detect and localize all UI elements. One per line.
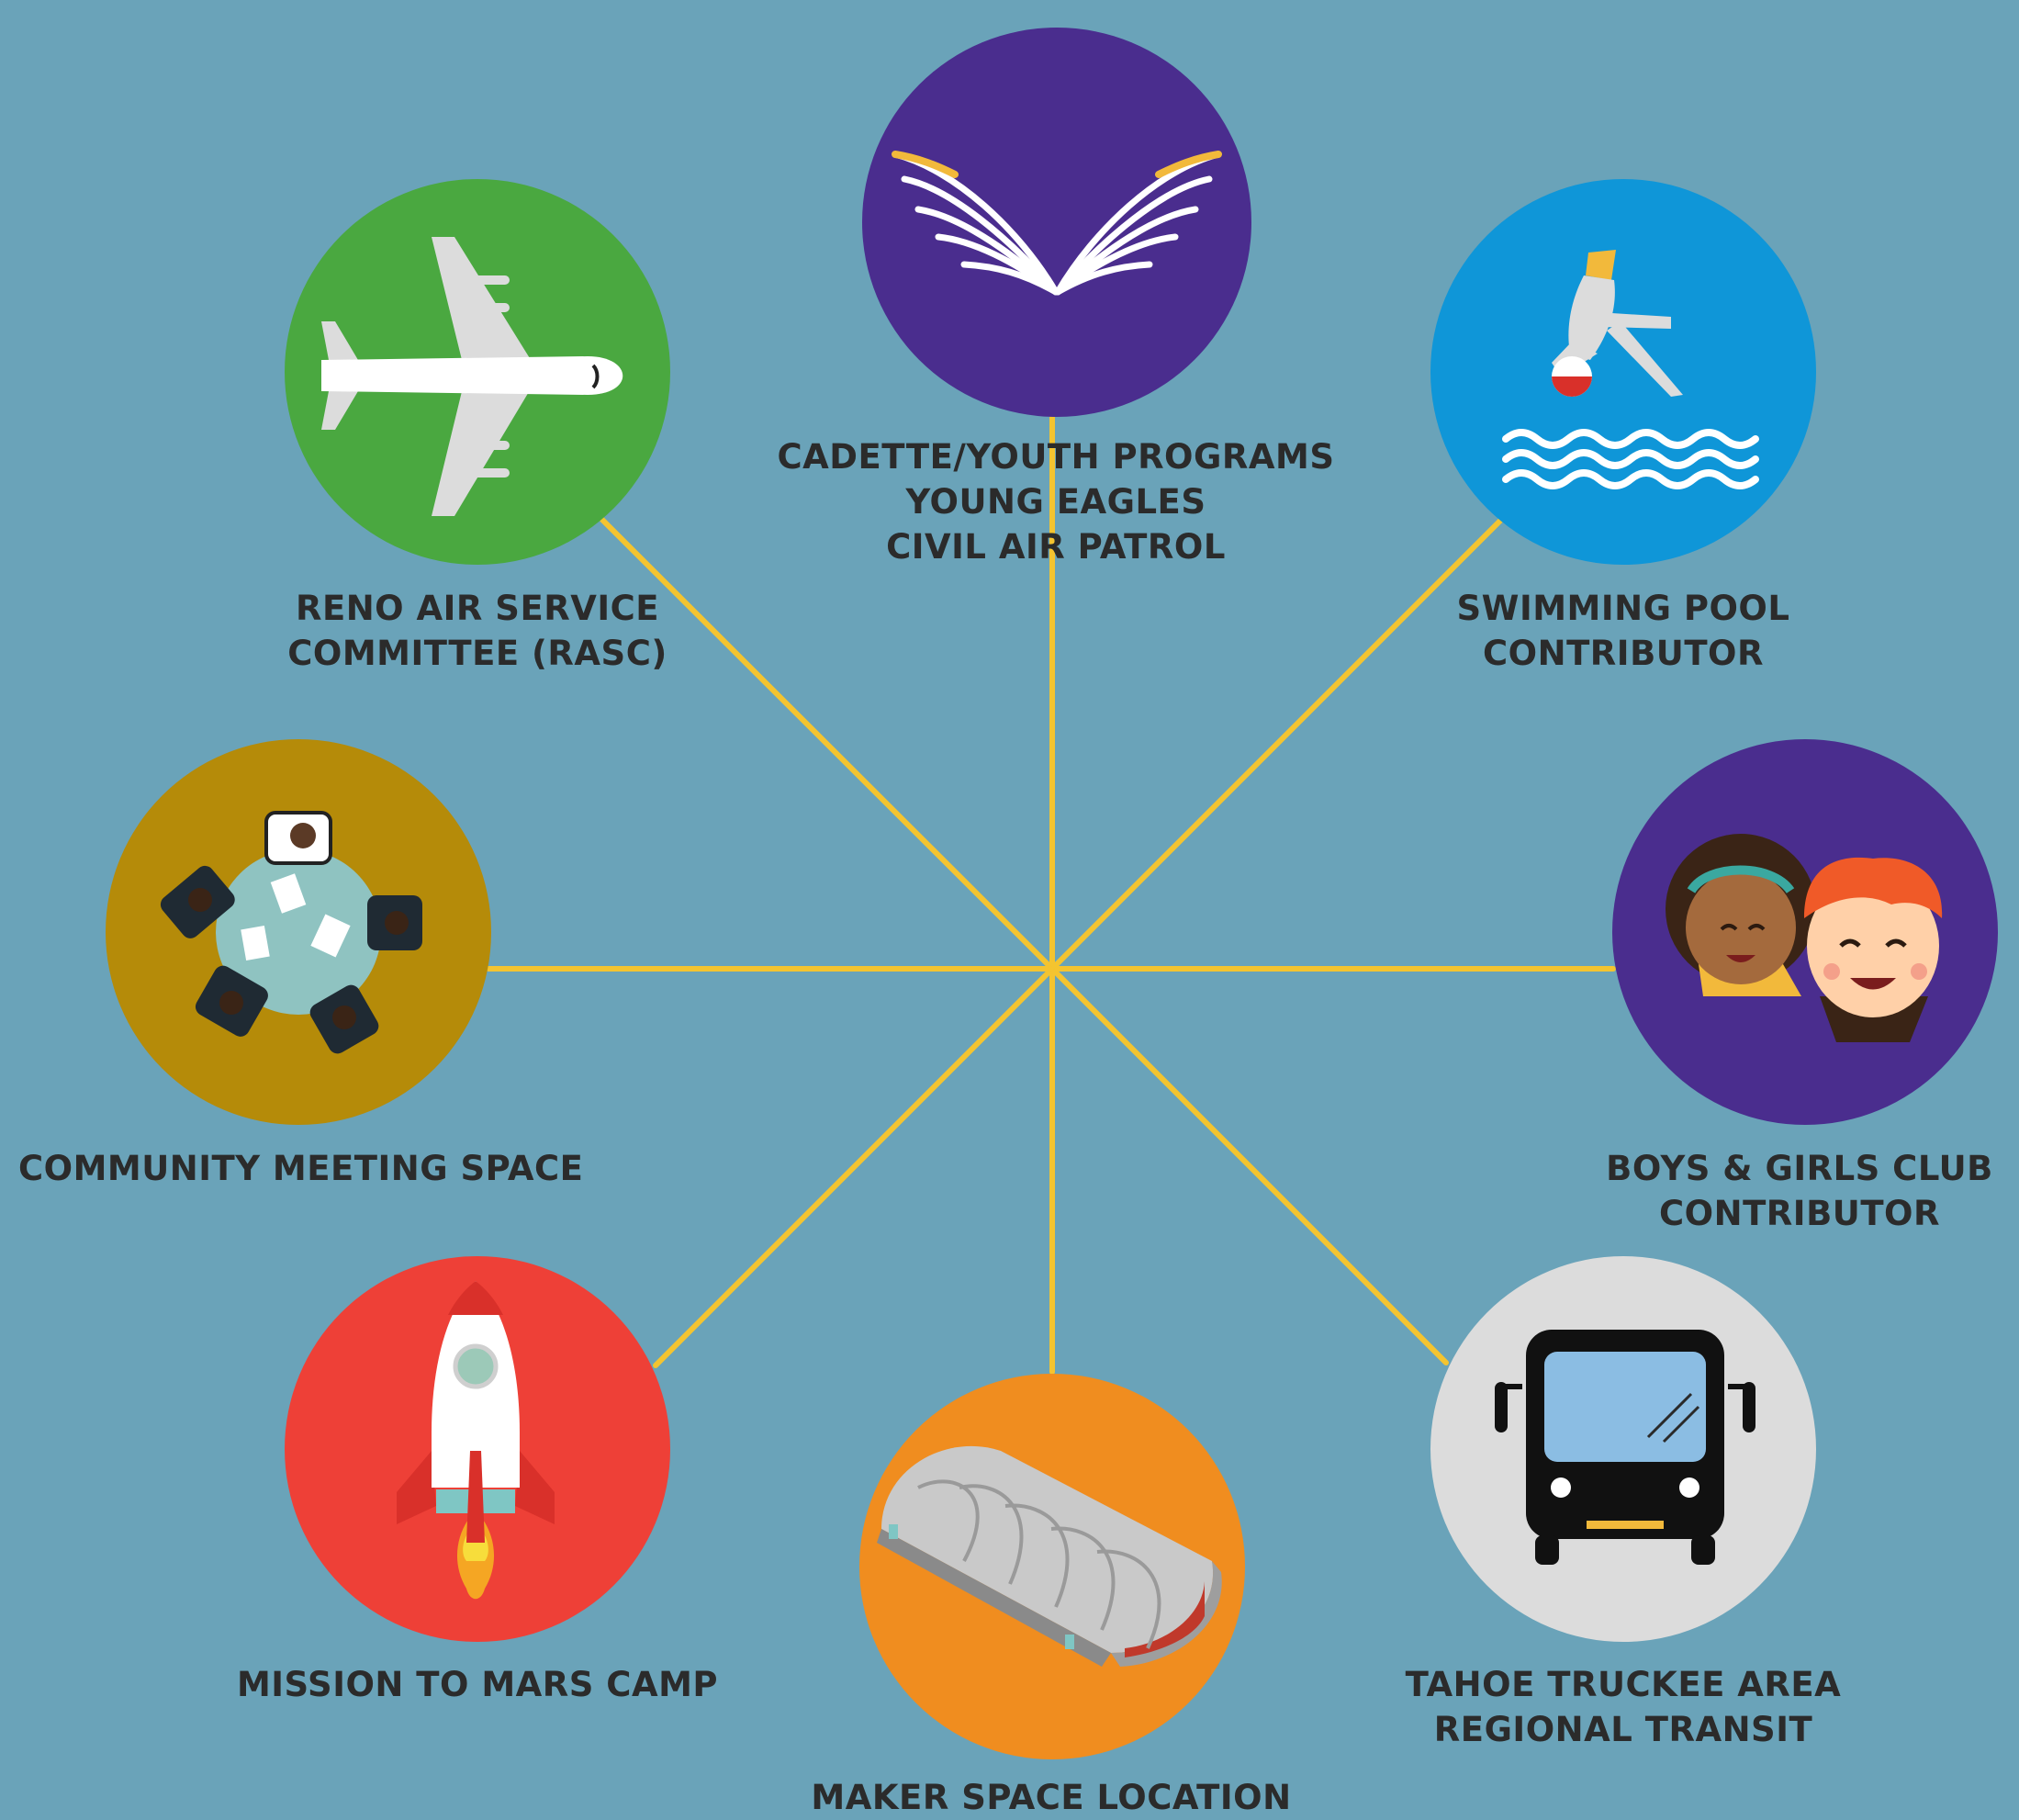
node-cadette [862, 28, 1251, 417]
hub-burst [1018, 935, 1086, 1003]
label-line: TAHOE TRUCKEE AREA [1405, 1665, 1842, 1704]
label-maker: MAKER SPACE LOCATION [753, 1775, 1350, 1820]
airplane-icon [321, 237, 623, 516]
label-cadette: CADETTE/YOUTH PROGRAMS YOUNG EAGLES CIVI… [739, 434, 1373, 569]
node-mars [285, 1256, 670, 1642]
label-line: CONTRIBUTOR [1659, 1194, 1940, 1233]
label-transit: TAHOE TRUCKEE AREA REGIONAL TRANSIT [1357, 1662, 1890, 1752]
rocket-icon [397, 1281, 555, 1600]
circle-pool [1430, 179, 1816, 565]
label-line: YOUNG EAGLES [905, 482, 1206, 522]
label-line: CONTRIBUTOR [1483, 634, 1764, 673]
circle-cadette [862, 28, 1251, 417]
label-club: BOYS & GIRLS CLUB CONTRIBUTOR [1588, 1146, 2011, 1236]
label-rasc: RENO AIR SERVICE COMMITTEE (RASC) [230, 586, 725, 676]
wings-highlight [892, 151, 1222, 178]
spoke-mars [653, 966, 1055, 1368]
label-line: BOYS & GIRLS CLUB [1606, 1149, 1993, 1188]
spoke-rasc [599, 516, 1055, 972]
node-transit [1430, 1256, 1816, 1642]
meeting-table-icon [160, 811, 422, 1054]
node-pool [1430, 179, 1816, 565]
hangar-icon [877, 1445, 1222, 1667]
kids-icon [1666, 834, 1943, 1042]
label-line: RENO AIR SERVICE [295, 589, 660, 628]
label-line: MAKER SPACE LOCATION [811, 1778, 1292, 1817]
bus-icon [1495, 1330, 1755, 1565]
label-meeting: COMMUNITY MEETING SPACE [18, 1146, 588, 1191]
node-meeting [106, 739, 491, 1125]
label-line: COMMUNITY MEETING SPACE [18, 1149, 584, 1188]
label-line: CIVIL AIR PATROL [886, 527, 1226, 567]
diver-icon [1502, 250, 1759, 489]
label-line: SWIMMING POOL [1456, 589, 1790, 628]
node-rasc [285, 179, 670, 565]
spokes [486, 415, 1616, 1375]
node-club [1612, 739, 1998, 1125]
label-line: COMMITTEE (RASC) [287, 634, 667, 673]
label-mars: MISSION TO MARS CAMP [230, 1662, 725, 1707]
label-line: CADETTE/YOUTH PROGRAMS [777, 437, 1335, 477]
label-line: MISSION TO MARS CAMP [236, 1665, 719, 1704]
spoke-pool [1049, 517, 1504, 972]
node-maker [859, 1374, 1245, 1759]
label-line: REGIONAL TRANSIT [1433, 1710, 1813, 1749]
spoke-transit [1049, 966, 1449, 1365]
label-pool: SWIMMING POOL CONTRIBUTOR [1394, 586, 1853, 676]
